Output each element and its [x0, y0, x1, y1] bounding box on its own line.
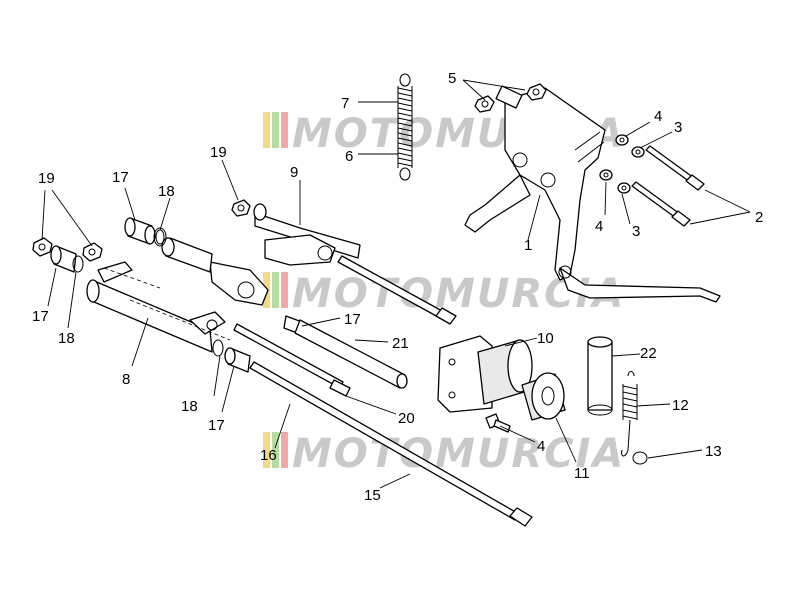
- callout-2: 2: [755, 209, 763, 226]
- callout-6: 6: [345, 148, 353, 165]
- sleeve-part-22: [587, 336, 613, 416]
- washer-part-4: [599, 134, 645, 194]
- nut-part-19: [231, 199, 251, 217]
- callout-22: 22: [640, 345, 657, 362]
- watermark-text: MOTOMURCIA: [292, 431, 625, 477]
- clip-part-13: [632, 451, 648, 465]
- callout-3: 3: [632, 223, 640, 240]
- leader-lines: [41, 79, 751, 489]
- callout-20: 20: [398, 410, 415, 427]
- callout-13: 13: [705, 443, 722, 460]
- callout-15: 15: [364, 487, 381, 504]
- callout-19: 19: [210, 144, 227, 161]
- callout-5: 5: [448, 70, 456, 87]
- swing-arm-part-9: [161, 203, 361, 306]
- callout-18: 18: [158, 183, 175, 200]
- callout-8: 8: [122, 371, 130, 388]
- callout-3: 3: [674, 119, 682, 136]
- callout-4: 4: [654, 108, 662, 125]
- callout-11: 11: [574, 465, 590, 482]
- callout-17: 17: [112, 169, 129, 186]
- shaft-part-21: [294, 319, 408, 389]
- callout-labels: 1 2 3 3 4 4 4 5 6 7 8 9 10 11 12 13 15 1…: [32, 70, 763, 504]
- callout-1: 1: [524, 237, 532, 254]
- spring-part-7: [397, 73, 413, 181]
- callout-18: 18: [58, 330, 75, 347]
- spring-part-12: [621, 371, 638, 457]
- callout-18: 18: [181, 398, 198, 415]
- roller-part-11: [521, 372, 566, 421]
- bolt-part-20: [329, 379, 351, 397]
- bushing-part-17-lower: [212, 315, 303, 373]
- o-ring-part-18-left: [72, 255, 84, 273]
- bushing-part-17-left: [50, 245, 77, 273]
- nut-part-5: [474, 83, 547, 113]
- callout-10: 10: [537, 330, 554, 347]
- callout-12: 12: [672, 397, 689, 414]
- shaft-part-8: [86, 261, 231, 353]
- bolt-part-3: [631, 145, 705, 227]
- callout-17: 17: [344, 311, 361, 328]
- watermark-bottom: MOTOMURCIA: [263, 431, 625, 477]
- bracket-part-10: [437, 335, 533, 413]
- bushing-part-17: [124, 217, 156, 245]
- callout-4: 4: [537, 438, 545, 455]
- nut-part-19-left: [32, 237, 103, 262]
- center-stand-part-1: [464, 85, 721, 303]
- callout-17: 17: [208, 417, 225, 434]
- callout-19: 19: [38, 170, 55, 187]
- callout-17: 17: [32, 308, 49, 325]
- callout-16: 16: [260, 447, 277, 464]
- o-ring-part-18: [153, 227, 167, 247]
- callout-9: 9: [290, 164, 298, 181]
- callout-4: 4: [595, 218, 603, 235]
- bolt-part-9b: [337, 255, 457, 325]
- callout-21: 21: [392, 335, 409, 352]
- callout-7: 7: [341, 95, 349, 112]
- threaded-rod-part-15: [233, 323, 533, 527]
